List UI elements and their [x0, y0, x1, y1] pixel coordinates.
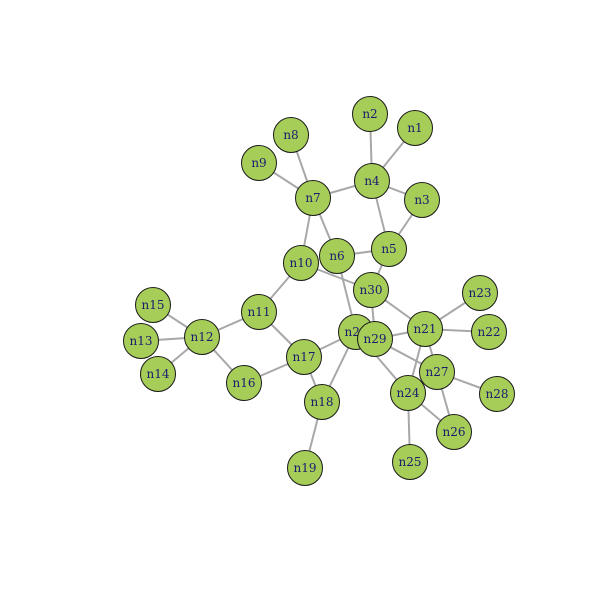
node-circle: [390, 375, 426, 411]
node-label: n26: [443, 425, 466, 439]
node-circle: [357, 321, 393, 357]
node-circle: [462, 275, 498, 311]
node-n29: n29: [357, 321, 393, 357]
node-circle: [436, 414, 472, 450]
node-label: n13: [130, 334, 153, 348]
node-label: n25: [399, 455, 422, 469]
node-n3: n3: [404, 182, 440, 218]
node-label: n19: [294, 461, 317, 475]
node-circle: [287, 450, 323, 486]
node-circle: [241, 294, 277, 330]
node-label: n24: [397, 386, 420, 400]
node-circle: [226, 365, 262, 401]
node-label: n29: [364, 332, 387, 346]
node-circle: [371, 231, 407, 267]
node-label: n18: [311, 395, 334, 409]
node-n1: n1: [397, 110, 433, 146]
node-circle: [273, 117, 309, 153]
node-label: n4: [364, 174, 380, 188]
node-circle: [419, 354, 455, 390]
node-n23: n23: [462, 275, 498, 311]
node-n18: n18: [304, 384, 340, 420]
node-n28: n28: [479, 376, 515, 412]
node-circle: [135, 287, 171, 323]
node-circle: [295, 180, 331, 216]
node-n6: n6: [319, 238, 355, 274]
node-n5: n5: [371, 231, 407, 267]
node-circle: [319, 238, 355, 274]
node-label: n6: [329, 249, 344, 263]
node-n24: n24: [390, 375, 426, 411]
node-n12: n12: [184, 319, 220, 355]
node-circle: [283, 245, 319, 281]
node-n26: n26: [436, 414, 472, 450]
node-n10: n10: [283, 245, 319, 281]
node-label: n2: [362, 107, 377, 121]
node-circle: [354, 163, 390, 199]
node-n4: n4: [354, 163, 390, 199]
node-circle: [392, 444, 428, 480]
node-label: n1: [407, 121, 422, 135]
node-label: n7: [305, 191, 320, 205]
node-circle: [184, 319, 220, 355]
node-circle: [140, 356, 176, 392]
node-n19: n19: [287, 450, 323, 486]
node-circle: [471, 314, 507, 350]
node-label: n28: [486, 387, 509, 401]
node-label: n9: [251, 156, 266, 170]
node-circle: [241, 145, 277, 181]
node-label: n10: [290, 256, 313, 270]
node-n22: n22: [471, 314, 507, 350]
node-circle: [304, 384, 340, 420]
node-circle: [352, 96, 388, 132]
node-n2: n2: [352, 96, 388, 132]
node-n16: n16: [226, 365, 262, 401]
node-label: n17: [293, 350, 316, 364]
node-label: n30: [360, 283, 383, 297]
node-label: n21: [414, 322, 437, 336]
node-circle: [479, 376, 515, 412]
node-label: n12: [191, 330, 214, 344]
node-n11: n11: [241, 294, 277, 330]
node-label: n23: [469, 286, 492, 300]
node-label: n27: [426, 365, 449, 379]
node-circle: [404, 182, 440, 218]
node-label: n16: [233, 376, 256, 390]
node-n27: n27: [419, 354, 455, 390]
node-n25: n25: [392, 444, 428, 480]
node-n15: n15: [135, 287, 171, 323]
node-circle: [123, 323, 159, 359]
node-label: n5: [381, 242, 396, 256]
node-n14: n14: [140, 356, 176, 392]
node-n8: n8: [273, 117, 309, 153]
node-circle: [353, 272, 389, 308]
node-label: n11: [248, 305, 271, 319]
node-n17: n17: [286, 339, 322, 375]
node-label: n22: [478, 325, 501, 339]
graph-nodes: n1 n2 n3 n4 n5 n6 n7 n8 n9 n10 n11 n12 n13 n14 n15 n16 n…: [123, 96, 515, 486]
node-n13: n13: [123, 323, 159, 359]
node-circle: [407, 311, 443, 347]
node-label: n8: [283, 128, 298, 142]
node-label: n14: [147, 367, 170, 381]
node-label: n15: [142, 298, 165, 312]
node-label: n3: [414, 193, 429, 207]
node-n21: n21: [407, 311, 443, 347]
node-n30: n30: [353, 272, 389, 308]
node-n9: n9: [241, 145, 277, 181]
node-circle: [286, 339, 322, 375]
node-circle: [397, 110, 433, 146]
node-n7: n7: [295, 180, 331, 216]
